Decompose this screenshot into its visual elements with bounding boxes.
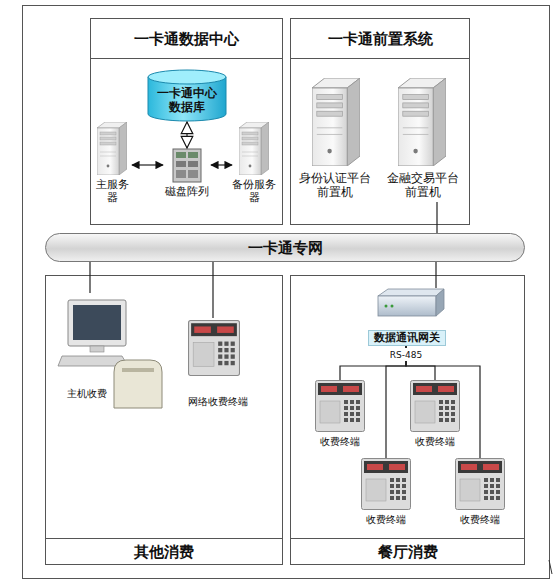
node-text: 金融交易平台前置机 (386, 168, 460, 202)
section-box: 一卡通前置系统身份认证平台前置机金融交易平台前置机 (290, 18, 470, 225)
card-slot (122, 368, 154, 372)
disk-array: 磁盘阵列 (163, 148, 211, 200)
node-text: 一卡通专网 (46, 234, 524, 261)
disk-slot (176, 161, 186, 167)
gateway-front (378, 296, 436, 316)
gateway-led (385, 305, 388, 308)
server: 备份服务器 (232, 120, 276, 205)
node-text: 收费终端 (452, 513, 508, 527)
network-band: 一卡通专网 (45, 233, 525, 262)
node-text: 一卡通中心数据库 (153, 82, 221, 118)
auth-server-icon (312, 78, 360, 166)
disk-array-case (173, 149, 201, 182)
backup-server-icon (239, 122, 269, 175)
monitor-case (68, 300, 126, 346)
section-box: 一卡通数据中心一卡通中心数据库主服务器 磁盘阵列 备份服务器 (90, 18, 283, 225)
gateway-top (378, 289, 444, 296)
terminal: 收费终端 (407, 380, 463, 450)
connector-line (436, 202, 437, 233)
gateway-icon (378, 289, 444, 316)
terminal-icon (411, 381, 460, 432)
host-terminal: 主机收费 (58, 293, 166, 413)
disk-slot (188, 161, 198, 167)
connector-line (89, 262, 90, 293)
disk-slot (188, 152, 198, 158)
cylinder-top (148, 70, 226, 84)
corner-tick (549, 560, 552, 574)
section-box: 餐厅消费数据通讯网关收费终端收费终端收费终端收费终端 (290, 275, 525, 565)
node-text: 备份服务器 (232, 177, 276, 205)
connector-line (386, 346, 406, 458)
disk-array-icon (173, 149, 201, 182)
node-text: 一卡通数据中心 (91, 19, 282, 59)
connector-line (211, 164, 232, 165)
finance-server-icon (398, 78, 446, 166)
node-text: 网络收费终端 (183, 394, 253, 409)
connector-line (406, 346, 480, 458)
node-text: 餐厅消费 (291, 538, 524, 564)
database-cylinder: 一卡通中心数据库 (147, 70, 227, 122)
node-text: 收费终端 (407, 435, 463, 449)
card-reader (114, 360, 162, 408)
node-text: 磁盘阵列 (163, 184, 211, 199)
gateway-side (436, 289, 444, 316)
terminal: 收费终端 (452, 458, 508, 528)
node-text: 一卡通前置系统 (291, 19, 469, 59)
connector-line (435, 262, 436, 288)
monitor-stand (90, 346, 104, 352)
terminal-icon (316, 381, 365, 432)
server: 金融交易平台前置机 (386, 72, 460, 202)
node-text: 其他消费 (46, 538, 282, 564)
connector-line (212, 262, 213, 318)
node-text: 身份认证平台前置机 (298, 168, 372, 202)
database-cylinder (148, 70, 226, 121)
monitor-screen (73, 305, 121, 340)
node-text: 数据通讯网关 (368, 330, 446, 346)
node-text: 主机收费 (60, 387, 114, 401)
connector-line (132, 164, 163, 165)
main-server-icon (97, 122, 127, 175)
server: 身份认证平台前置机 (298, 72, 372, 202)
terminal: 收费终端 (312, 380, 368, 450)
section-box: 其他消费 主机收费网络收费终端 (45, 275, 283, 565)
terminal: 收费终端 (358, 458, 414, 528)
outer-frame (23, 6, 550, 579)
gateway-led (391, 305, 394, 308)
gateway: 数据通讯网关 (365, 288, 449, 346)
disk-slot (188, 170, 198, 178)
node-text: 收费终端 (312, 435, 368, 449)
terminal-icon (456, 459, 505, 510)
terminal-icon (362, 459, 411, 510)
terminal: 网络收费终端 (183, 318, 253, 413)
disk-slot (176, 170, 186, 178)
connector-line (186, 122, 187, 148)
server: 主服务器 (92, 120, 132, 205)
disk-slot (176, 152, 186, 158)
signal-label: RS-485 (387, 348, 425, 361)
pc-icon (58, 300, 162, 408)
network-terminal-icon (189, 321, 240, 376)
node-text: 收费终端 (358, 513, 414, 527)
node-text: 主服务器 (92, 177, 132, 205)
